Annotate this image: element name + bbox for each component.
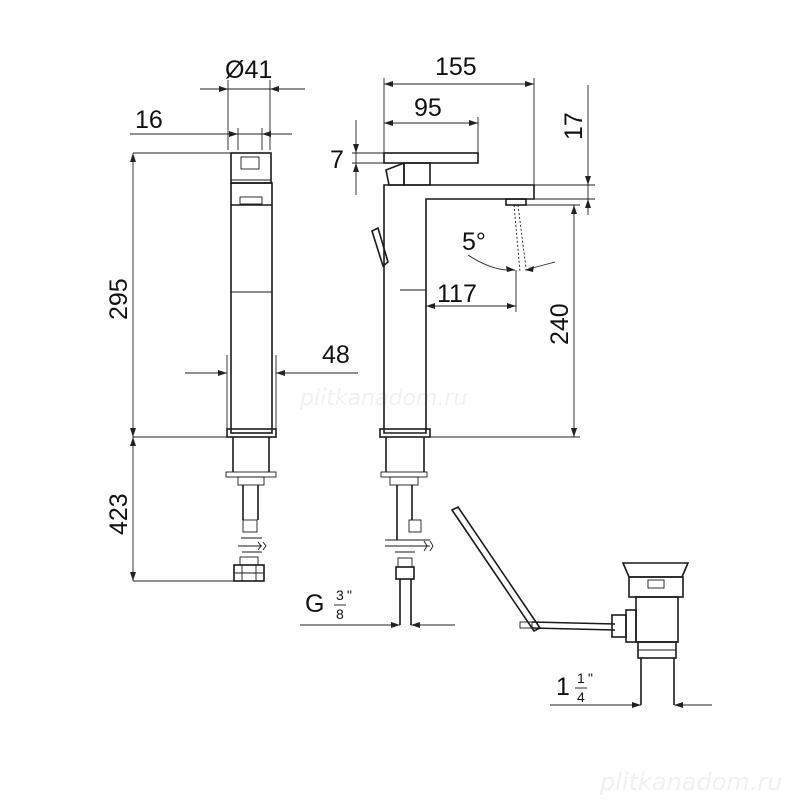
label-48: 48 bbox=[322, 341, 350, 369]
label-drain-num: 1 bbox=[577, 670, 585, 686]
drain-assembly bbox=[450, 505, 690, 705]
label-drain-mark: " bbox=[588, 670, 593, 686]
label-thread-g-den: 8 bbox=[336, 606, 344, 622]
label-thread-g-mark: " bbox=[347, 587, 352, 603]
label-423: 423 bbox=[105, 493, 133, 535]
watermark-bottom: plitkanadom.ru bbox=[599, 768, 783, 796]
front-view bbox=[225, 152, 277, 582]
label-angle-5: 5° bbox=[462, 228, 486, 256]
watermark-center: plitkanadom.ru bbox=[299, 386, 467, 411]
label-thread-g: G bbox=[305, 590, 324, 618]
label-17: 17 bbox=[560, 112, 588, 140]
label-drain-den: 4 bbox=[577, 689, 585, 705]
label-thread-g-num: 3 bbox=[336, 587, 344, 603]
label-diameter-41: Ø41 bbox=[225, 56, 272, 84]
label-240: 240 bbox=[546, 303, 574, 345]
label-7: 7 bbox=[330, 146, 344, 174]
dimension-lines bbox=[130, 78, 712, 708]
label-295: 295 bbox=[105, 278, 133, 320]
label-117: 117 bbox=[437, 280, 477, 308]
dimension-labels: Ø41 16 295 423 48 155 95 7 17 117 240 5°… bbox=[105, 53, 593, 705]
label-16: 16 bbox=[135, 106, 163, 134]
label-95: 95 bbox=[414, 94, 442, 122]
label-drain-whole: 1 bbox=[556, 673, 570, 701]
label-155: 155 bbox=[435, 53, 477, 81]
